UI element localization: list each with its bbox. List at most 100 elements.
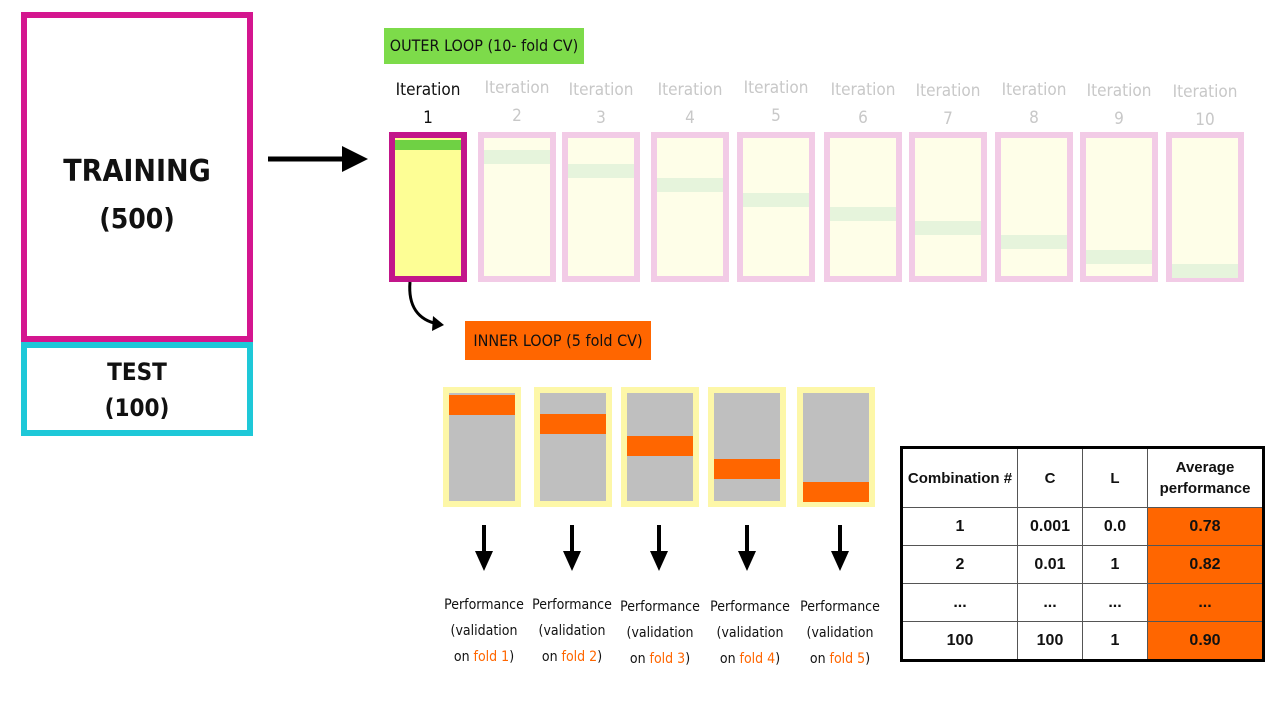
fold-name: fold 3 <box>649 651 686 667</box>
outer-validation-fold <box>484 150 550 164</box>
iteration-box <box>995 132 1073 282</box>
iteration-box <box>562 132 640 282</box>
iteration-word: Iteration <box>484 78 550 98</box>
iteration-box <box>1080 132 1158 282</box>
iteration-box <box>478 132 556 282</box>
caption-line-1: Performance <box>800 599 880 615</box>
fold-name: fold 1 <box>473 649 510 665</box>
arrow-down-icon <box>475 525 493 571</box>
iteration-number: 10 <box>1195 110 1215 130</box>
cell-performance: 0.90 <box>1147 621 1264 661</box>
cell-l: 1 <box>1082 545 1148 584</box>
results-table: Combination # C L Average performance 1 … <box>900 446 1265 662</box>
arrow-down-icon <box>831 525 849 571</box>
test-title: TEST <box>107 358 167 386</box>
performance-caption: Performance (validation on fold 5) <box>794 594 886 672</box>
cell-c: 100 <box>1017 621 1083 661</box>
iteration-number: 4 <box>685 108 695 128</box>
test-set-box: TEST (100) <box>21 342 253 436</box>
cell-l: 0.0 <box>1082 507 1148 546</box>
caption-line-1: Performance <box>710 599 790 615</box>
outer-validation-fold <box>830 207 896 221</box>
training-title: TRAINING <box>63 154 211 189</box>
caption-line-3: on fold 3) <box>614 646 706 672</box>
iteration-word: Iteration <box>395 80 461 100</box>
cell-c: 0.01 <box>1017 545 1083 584</box>
arrow-down-icon <box>650 525 668 571</box>
arrow-right-icon <box>268 146 368 172</box>
outer-validation-fold <box>1172 264 1238 278</box>
inner-fold-box <box>797 387 875 507</box>
caption-prefix: on <box>629 651 650 667</box>
caption-line-3: on fold 1) <box>438 644 530 670</box>
header-average-performance: Average performance <box>1147 447 1264 508</box>
caption-line-3: on fold 2) <box>526 644 618 670</box>
caption-prefix: on <box>809 651 830 667</box>
iteration-word: Iteration <box>568 80 634 100</box>
arrow-down-icon <box>563 525 581 571</box>
cell-performance: 0.82 <box>1147 545 1264 584</box>
caption-line-2: (validation <box>806 625 874 641</box>
iteration-word: Iteration <box>1172 82 1238 102</box>
caption-line-2: (validation <box>716 625 784 641</box>
iteration-box <box>651 132 729 282</box>
iteration-label: Iteration 8 <box>989 76 1079 132</box>
inner-fold-box <box>534 387 612 507</box>
cell-c: ... <box>1017 583 1083 622</box>
table-row: ... ... ... ... <box>901 583 1264 622</box>
curved-arrow-icon <box>408 281 444 331</box>
iteration-box <box>1166 132 1244 282</box>
cell-c: 0.001 <box>1017 507 1083 546</box>
iteration-label: Iteration 9 <box>1074 77 1164 133</box>
outer-validation-fold <box>915 221 981 235</box>
inner-fold-box <box>443 387 521 507</box>
caption-line-2: (validation <box>538 623 606 639</box>
inner-validation-fold <box>449 395 515 415</box>
caption-prefix: on <box>453 649 474 665</box>
iteration-number: 8 <box>1029 108 1039 128</box>
table-row: 100 100 1 0.90 <box>901 621 1264 661</box>
caption-line-3: on fold 4) <box>704 646 796 672</box>
header-c: C <box>1017 447 1083 508</box>
outer-validation-fold <box>657 178 723 192</box>
iteration-box <box>909 132 987 282</box>
header-combination: Combination # <box>901 447 1018 508</box>
caption-prefix: on <box>719 651 740 667</box>
caption-line-1: Performance <box>444 597 524 613</box>
performance-caption: Performance (validation on fold 4) <box>704 594 796 672</box>
iteration-word: Iteration <box>1086 81 1152 101</box>
caption-suffix: ) <box>685 651 691 667</box>
outer-validation-fold <box>1001 235 1067 249</box>
inner-fold-box <box>708 387 786 507</box>
cell-l: ... <box>1082 583 1148 622</box>
cell-performance: 0.78 <box>1147 507 1264 546</box>
iteration-number: 3 <box>596 108 606 128</box>
table-row: 1 0.001 0.0 0.78 <box>901 507 1264 546</box>
fold-name: fold 2 <box>561 649 598 665</box>
iteration-word: Iteration <box>830 80 896 100</box>
cell-combination: ... <box>901 583 1018 622</box>
table-row: 2 0.01 1 0.82 <box>901 545 1264 584</box>
outer-loop-label: OUTER LOOP (10- fold CV) <box>384 28 584 64</box>
fold-name: fold 5 <box>829 651 866 667</box>
caption-line-3: on fold 5) <box>794 646 886 672</box>
iteration-number: 9 <box>1114 109 1124 129</box>
caption-suffix: ) <box>597 649 603 665</box>
caption-prefix: on <box>541 649 562 665</box>
cell-combination: 100 <box>901 621 1018 661</box>
outer-validation-fold <box>743 193 809 207</box>
iteration-word: Iteration <box>743 78 809 98</box>
iteration-box <box>389 132 467 282</box>
inner-validation-fold <box>540 414 606 434</box>
iteration-word: Iteration <box>1001 80 1067 100</box>
header-l: L <box>1082 447 1148 508</box>
